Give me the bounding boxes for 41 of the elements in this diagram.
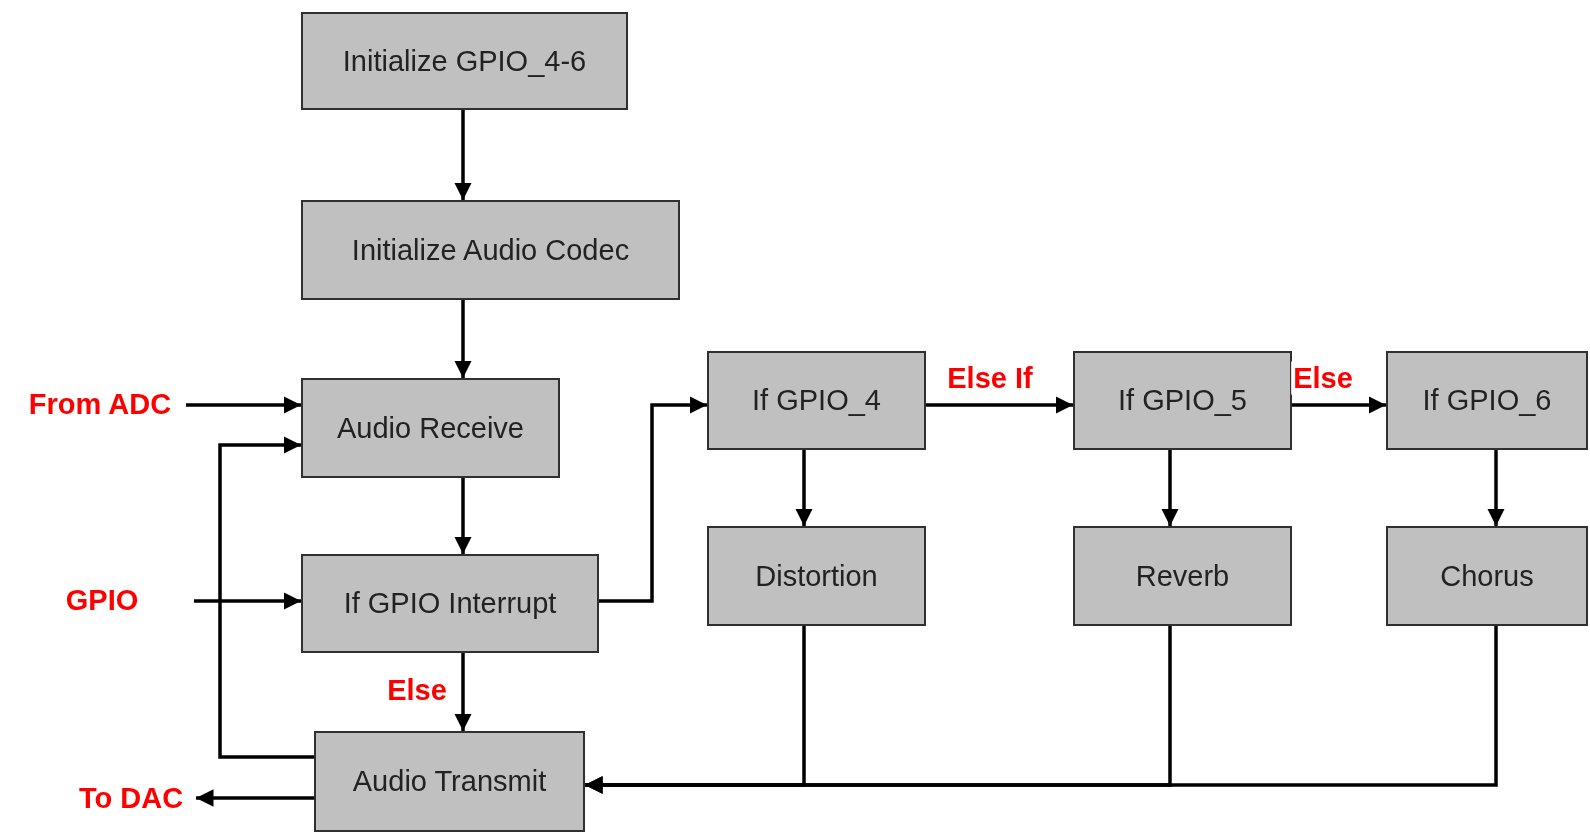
edge-label: Else bbox=[1291, 361, 1355, 395]
signal-label: GPIO bbox=[65, 583, 139, 617]
arrow bbox=[194, 592, 301, 610]
arrow bbox=[454, 300, 472, 378]
process-box bbox=[301, 200, 680, 300]
signal-label: From ADC bbox=[28, 387, 172, 421]
arrow bbox=[454, 653, 472, 731]
arrow bbox=[1487, 450, 1505, 526]
process-box bbox=[1386, 351, 1588, 450]
arrow bbox=[1161, 450, 1179, 526]
box-label: Reverb bbox=[1135, 559, 1230, 593]
arrow bbox=[218, 436, 314, 759]
box-label: Distortion bbox=[755, 559, 878, 593]
process-box bbox=[301, 378, 560, 478]
box-label: Chorus bbox=[1440, 559, 1534, 593]
process-box bbox=[707, 526, 926, 626]
arrow bbox=[1292, 396, 1386, 414]
box-label: Audio Receive bbox=[337, 411, 524, 445]
process-box bbox=[707, 351, 926, 450]
process-box bbox=[301, 12, 628, 110]
process-box bbox=[301, 554, 599, 653]
process-box bbox=[1386, 526, 1588, 626]
box-label: If GPIO_5 bbox=[1118, 384, 1247, 417]
signal-label: To DAC bbox=[78, 781, 184, 815]
arrow bbox=[585, 626, 1498, 794]
arrow bbox=[454, 110, 472, 200]
box-label: Audio Transmit bbox=[352, 765, 547, 798]
arrow bbox=[454, 478, 472, 554]
box-label: Initialize GPIO_4-6 bbox=[342, 44, 587, 78]
arrow bbox=[795, 450, 813, 526]
arrow bbox=[599, 396, 707, 603]
box-label: If GPIO Interrupt bbox=[343, 587, 557, 620]
box-label: If GPIO_4 bbox=[752, 384, 881, 417]
box-label: If GPIO_6 bbox=[1422, 384, 1552, 417]
arrow bbox=[186, 396, 301, 414]
arrow bbox=[926, 396, 1073, 414]
arrow bbox=[196, 789, 314, 807]
box-label: Initialize Audio Codec bbox=[351, 233, 630, 267]
process-box bbox=[1073, 526, 1292, 626]
process-box bbox=[1073, 351, 1292, 450]
process-box bbox=[314, 731, 585, 832]
